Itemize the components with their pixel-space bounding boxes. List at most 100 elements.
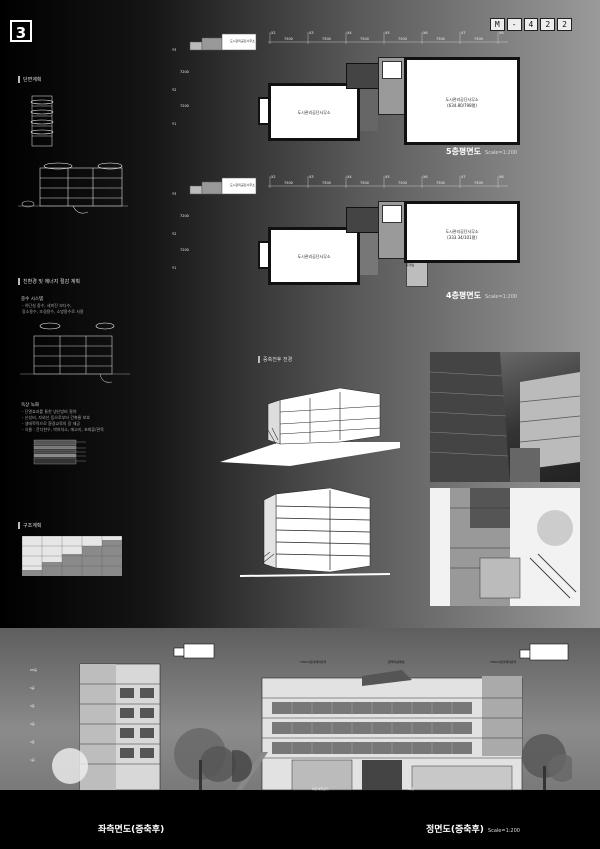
stair-block (258, 97, 270, 125)
green-roof-notes: - 단열효과를 통한 냉난방비 절약 - 산성비, 자외선 등으로부터 건축물 … (22, 409, 104, 433)
axis-label: X5 (385, 31, 390, 35)
left-elevation-title: 좌측면도(증축후) (98, 825, 165, 835)
stair-block (258, 241, 270, 269)
axis-label: X8 (499, 31, 504, 35)
eco-heading: 친환경 및 에너지 절감 계획 (18, 278, 80, 285)
green-roof-note: - 식물 : 잔디한우, 박하차소, 애고리, 초화류/관목 (22, 427, 104, 432)
sheet-code-char: 2 (540, 18, 556, 31)
dimension-label: 7500 (322, 181, 331, 185)
room-label: 도시관리공단사무소 (445, 97, 479, 102)
dimension-label: 7500 (360, 181, 369, 185)
section-drawings (18, 95, 128, 214)
room-label: 도시관리공단사무소 (297, 110, 331, 115)
key-plan-4f (189, 177, 257, 195)
axis-label: X6 (423, 31, 428, 35)
level-label: 5층 (30, 686, 35, 690)
level-label: 1층 (30, 758, 35, 762)
eco-note: - 하단실 중수, 세미진 보다수, (22, 303, 72, 308)
row-label: Y2 (172, 232, 177, 236)
eco-note: 장소용수, 조경용수, 소방용수로 사용 (22, 309, 84, 314)
room-label: 도시관리공단사무소 (297, 254, 331, 259)
sheet-code-char: - (506, 18, 522, 31)
small-section (30, 95, 54, 147)
section-plan-heading: 단면계획 (18, 76, 41, 83)
axis-label: X5 (385, 175, 390, 179)
green-roof-note: - 산성비, 자외선 등으로부터 건축물 보호 (22, 415, 90, 420)
green-roof-layers (33, 439, 86, 465)
floor-4-scale: Scale=1:200 (485, 294, 518, 300)
material-tag: 알루미늄패널 (388, 660, 405, 664)
dimension-label: 7500 (284, 181, 293, 185)
sheet-code-char: 2 (557, 18, 572, 31)
green-roof-heading: 옥상 녹화 (21, 403, 39, 408)
restroom (382, 205, 402, 223)
dimension-strip-5f: X2 X3 X4 X5 X6 X7 X8 7500 7500 7500 7500… (268, 30, 518, 46)
dimension-strip-4f: X2 X3 X4 X5 X6 X7 X8 7500 7500 7500 7500… (268, 174, 518, 190)
level-label: 4층 (30, 704, 35, 708)
office-room-left (268, 227, 360, 285)
front-elevation-title: 정면도(증축후)Scale=1:200 (426, 822, 520, 835)
row-dimension: 7200 (180, 214, 189, 218)
front-elevation-name: 정면도(증축후) (426, 825, 484, 835)
axis-label: X2 (271, 175, 276, 179)
material-tag: THK24로이페어유리 (490, 660, 517, 664)
material-tag: 석재 (408, 787, 414, 791)
office-room-left (268, 83, 360, 141)
row-label: Y3 (172, 48, 177, 52)
elevation-ground-band (0, 790, 600, 849)
floor-4-name: 4층평면도 (446, 291, 482, 300)
perspective-before (220, 387, 400, 466)
sheet-code-char: M (489, 18, 505, 31)
dimension-label: 7500 (398, 181, 407, 185)
axis-label: X3 (309, 31, 314, 35)
render-photo-2 (430, 488, 580, 606)
row-label: Y1 (172, 122, 177, 126)
sheet-code: M - 4 2 2 (489, 18, 572, 31)
axis-label: X7 (461, 175, 466, 179)
room-label: 도시관리공단사무소 (445, 229, 479, 234)
dimension-label: 7500 (436, 181, 445, 185)
axis-label: X4 (347, 175, 352, 179)
axis-label: X6 (423, 175, 428, 179)
row-dimension: 7200 (180, 70, 189, 74)
axis-label: X4 (347, 31, 352, 35)
axis-label: X3 (309, 175, 314, 179)
left-elevation (52, 663, 236, 791)
row-dimension: 7200 (180, 104, 189, 108)
key-plan-5f (189, 33, 257, 51)
level-labels: PH층 5층 4층 3층 2층 1층 (30, 668, 70, 788)
row-label: Y1 (172, 266, 177, 270)
lounge-label: 휴게실 (406, 263, 415, 267)
key-plan-elevation-left (173, 643, 215, 659)
front-elevation (232, 670, 572, 791)
green-roof-note: - 단열효과를 통한 냉난방비 절약 (22, 409, 77, 414)
dimension-label: 7500 (474, 181, 483, 185)
dimension-label: 7500 (436, 37, 445, 41)
corridor (360, 231, 378, 275)
row-label: Y2 (172, 88, 177, 92)
core-left (346, 207, 382, 233)
long-section (18, 162, 128, 214)
eco-subheading: 중수 시스템 (21, 297, 44, 302)
sheet-code-char: 4 (523, 18, 539, 31)
room-area: (333.34/101평) (447, 235, 477, 240)
dimension-label: 7500 (474, 37, 483, 41)
restroom (382, 61, 402, 79)
key-plan-elevation-right (519, 643, 569, 661)
dimension-label: 7500 (360, 37, 369, 41)
floor-plan-4f: 도시관리공단사무소 휴게실 도시관리공단사무소 (333.34/101평) (258, 199, 522, 291)
axis-label: X2 (271, 31, 276, 35)
perspective-heading: 증축전후 전경 (258, 356, 292, 363)
material-tag: 화강석물갈기 (312, 787, 329, 791)
office-room-right (404, 201, 520, 263)
level-label: PH층 (30, 668, 37, 672)
floor-5-name: 5층평면도 (446, 147, 482, 156)
perspective-after (240, 487, 390, 577)
dimension-label: 7500 (398, 37, 407, 41)
floor-plan-5f: 도시관리공단사무소 도시관리공단사무소 (634.80/798평) (258, 55, 522, 147)
level-label: 2층 (30, 740, 35, 744)
material-tag: THK24로이페어유리 (300, 660, 327, 664)
